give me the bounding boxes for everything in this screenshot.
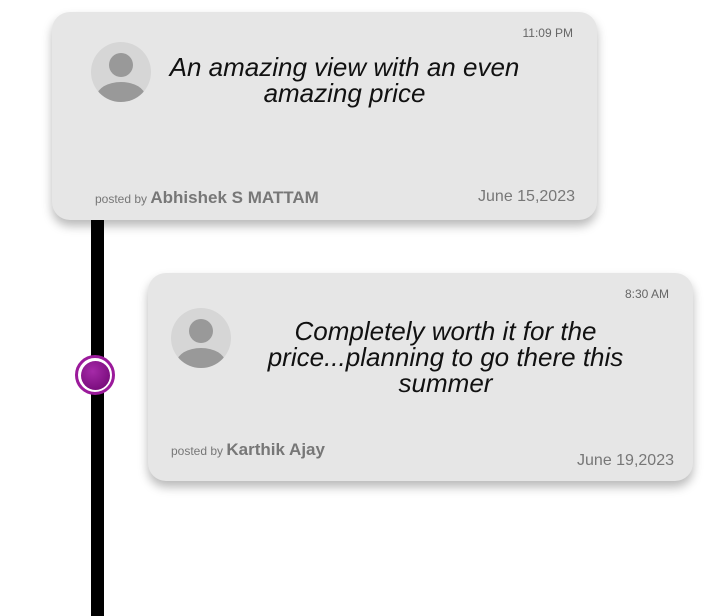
review-card: 11:09 PM An amazing view with an even am… — [52, 12, 597, 220]
posted-by-label: posted by — [171, 444, 224, 458]
review-date: June 19,2023 — [577, 452, 674, 469]
posted-by: posted by Karthik Ajay — [171, 440, 325, 460]
review-text: Completely worth it for the price...plan… — [267, 316, 624, 398]
timeline-marker[interactable] — [75, 355, 115, 395]
timeline-line — [91, 200, 104, 616]
review-time: 11:09 PM — [522, 26, 573, 40]
posted-by: posted by Abhishek S MATTAM — [95, 188, 319, 208]
review-text: An amazing view with an even amazing pri… — [169, 52, 520, 108]
author-name: Karthik Ajay — [226, 440, 325, 459]
posted-by-label: posted by — [95, 192, 148, 206]
timeline-marker-inner — [80, 360, 110, 390]
user-avatar-icon — [171, 308, 231, 368]
review-card: 8:30 AM Completely worth it for the pric… — [148, 273, 693, 481]
review-time: 8:30 AM — [624, 287, 669, 301]
review-date: June 15,2023 — [478, 188, 575, 205]
user-avatar-icon — [91, 42, 151, 102]
author-name: Abhishek S MATTAM — [150, 188, 319, 207]
